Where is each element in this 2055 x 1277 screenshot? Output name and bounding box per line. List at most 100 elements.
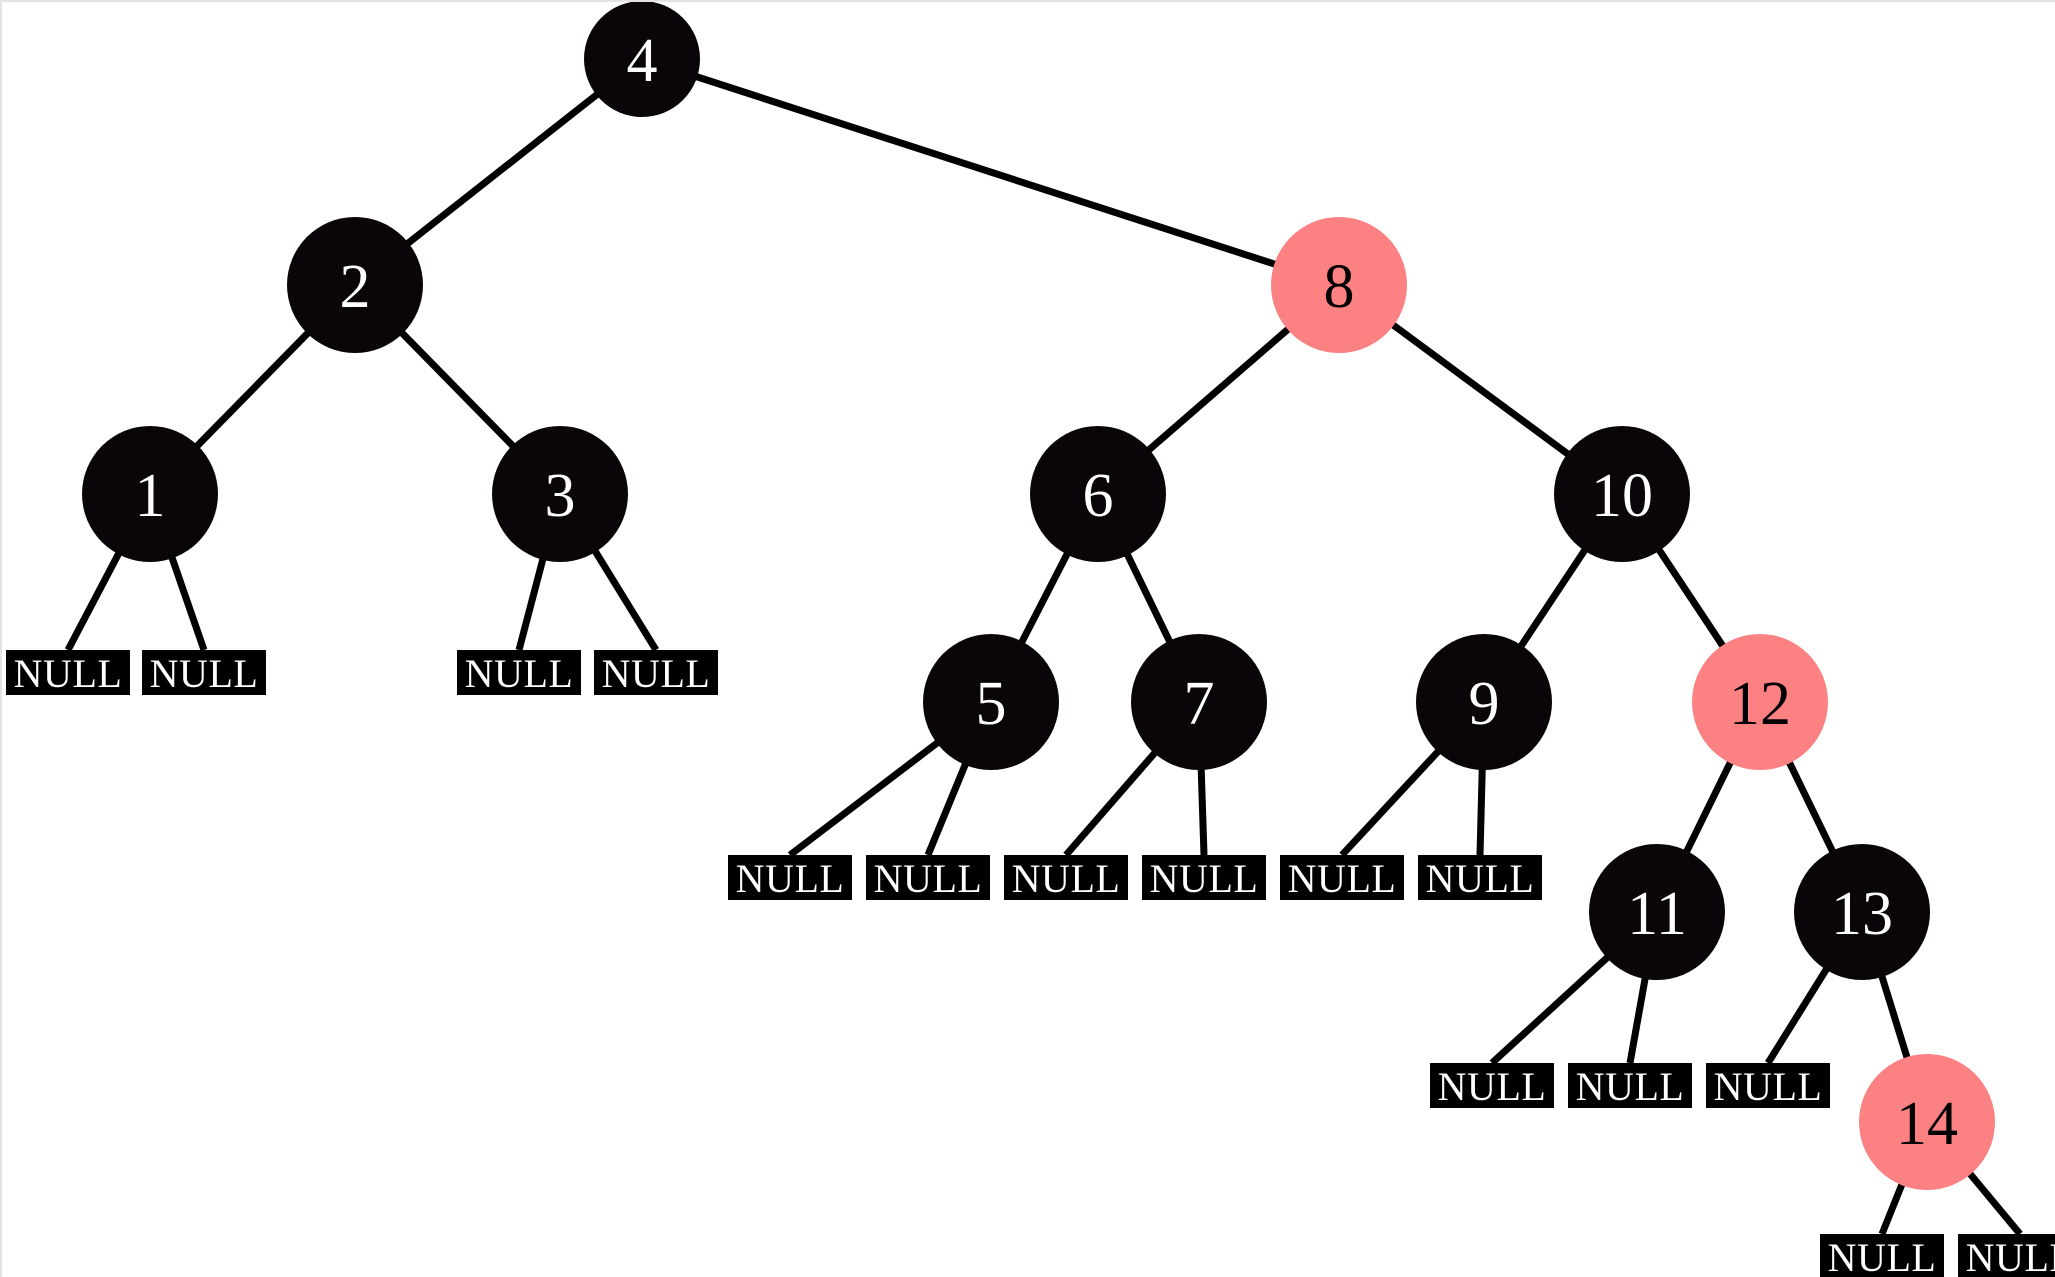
tree-node-6[interactable]: 6 (1030, 426, 1166, 562)
null-leaf: NULL (728, 855, 852, 901)
null-leaf-box (1004, 855, 1128, 900)
node-value-label: 11 (1627, 880, 1687, 948)
tree-edge (1682, 758, 1735, 856)
node-value-label: 5 (976, 670, 1007, 738)
tree-edge (1654, 545, 1728, 651)
node-circle[interactable] (584, 2, 700, 117)
tree-edge (1197, 766, 1208, 856)
null-leaves-layer: NULL NULL NULL NULL NULL NULL NULL NULL NULL NULL… (6, 650, 2055, 1277)
node-circle[interactable] (1589, 844, 1725, 980)
tree-edge (590, 547, 659, 652)
null-leaf-label: NULL (874, 856, 983, 901)
tree-edge (1388, 320, 1573, 459)
tree-edge (1063, 748, 1160, 858)
node-circle[interactable] (1859, 1054, 1995, 1190)
node-circle[interactable] (1131, 634, 1267, 770)
node-value-label: 8 (1324, 253, 1355, 321)
null-leaf-label: NULL (14, 651, 123, 696)
node-circle[interactable] (82, 426, 218, 562)
tree-node-11[interactable]: 11 (1589, 844, 1725, 980)
node-circle[interactable] (1030, 426, 1166, 562)
null-leaf: NULL (1142, 855, 1266, 901)
node-circle[interactable] (923, 634, 1059, 770)
tree-edge (1339, 746, 1443, 858)
node-circle[interactable] (287, 217, 423, 353)
tree-edge (1476, 766, 1486, 856)
null-leaf: NULL (866, 855, 990, 901)
node-circle[interactable] (1692, 634, 1828, 770)
node-value-label: 13 (1831, 880, 1893, 948)
tree-edge (1785, 758, 1837, 856)
tree-node-5[interactable]: 5 (923, 634, 1059, 770)
node-circle[interactable] (492, 426, 628, 562)
tree-node-7[interactable]: 7 (1131, 634, 1267, 770)
node-value-label: 7 (1184, 670, 1215, 738)
null-leaf-label: NULL (150, 651, 259, 696)
null-leaf-box (142, 650, 266, 695)
tree-node-9[interactable]: 9 (1416, 634, 1552, 770)
null-leaf-box (457, 650, 581, 695)
node-value-label: 6 (1083, 462, 1114, 530)
null-leaf-box (1430, 1063, 1554, 1108)
tree-edge (1765, 964, 1831, 1065)
null-leaf-label: NULL (1426, 856, 1535, 901)
tree-node-2[interactable]: 2 (287, 217, 423, 353)
tree-edge (397, 328, 518, 451)
tree-edge (1877, 972, 1912, 1062)
null-leaf-label: NULL (1438, 1064, 1547, 1109)
tree-edge (1965, 1169, 2023, 1237)
null-leaf-box (1706, 1063, 1830, 1108)
node-value-label: 2 (340, 253, 371, 321)
node-circle[interactable] (1794, 844, 1930, 980)
tree-edge (403, 90, 601, 248)
tree-edge (1516, 545, 1590, 651)
tree-edge (167, 553, 208, 652)
null-leaf: NULL (1706, 1063, 1830, 1109)
null-leaf: NULL (1280, 855, 1404, 901)
null-leaf-label: NULL (602, 651, 711, 696)
null-leaf-box (1820, 1234, 1944, 1277)
tree-node-14[interactable]: 14 (1859, 1054, 1995, 1190)
null-leaf: NULL (1430, 1063, 1554, 1109)
tree-node-10[interactable]: 10 (1554, 426, 1690, 562)
null-leaf: NULL (1004, 855, 1128, 901)
tree-node-1[interactable]: 1 (82, 426, 218, 562)
tree-node-13[interactable]: 13 (1794, 844, 1930, 980)
null-leaf: NULL (142, 650, 266, 696)
null-leaf: NULL (6, 650, 130, 696)
null-leaf: NULL (1820, 1234, 1944, 1277)
null-leaf-label: NULL (1714, 1064, 1823, 1109)
node-value-label: 3 (545, 462, 576, 530)
node-circle[interactable] (1554, 426, 1690, 562)
tree-edge (1489, 953, 1612, 1066)
null-leaf-box (728, 855, 852, 900)
tree-edge (1626, 974, 1650, 1064)
tree-edge (1144, 324, 1293, 455)
tree-edge (1017, 549, 1072, 647)
tree-edge (1878, 1180, 1907, 1236)
null-leaf-label: NULL (1012, 856, 1121, 901)
null-leaf-label: NULL (1966, 1235, 2055, 1277)
null-leaf-label: NULL (465, 651, 574, 696)
node-value-label: 10 (1591, 462, 1653, 530)
tree-edge (924, 760, 970, 857)
null-leaf-box (1568, 1063, 1692, 1108)
null-leaf-box (1142, 855, 1266, 900)
tree-node-4[interactable]: 4 (584, 2, 700, 117)
node-value-label: 14 (1896, 1090, 1958, 1158)
tree-edge (1123, 550, 1174, 646)
null-leaf: NULL (457, 650, 581, 696)
null-leaf-label: NULL (1576, 1064, 1685, 1109)
tree-node-8[interactable]: 8 (1271, 217, 1407, 353)
tree-node-3[interactable]: 3 (492, 426, 628, 562)
node-value-label: 12 (1729, 670, 1791, 738)
tree-node-12[interactable]: 12 (1692, 634, 1828, 770)
null-leaf-box (1418, 855, 1542, 900)
node-value-label: 1 (135, 462, 166, 530)
node-circle[interactable] (1416, 634, 1552, 770)
node-circle[interactable] (1271, 217, 1407, 353)
null-leaf: NULL (594, 650, 718, 696)
null-leaf-label: NULL (1828, 1235, 1937, 1277)
tree-edge (787, 738, 942, 858)
